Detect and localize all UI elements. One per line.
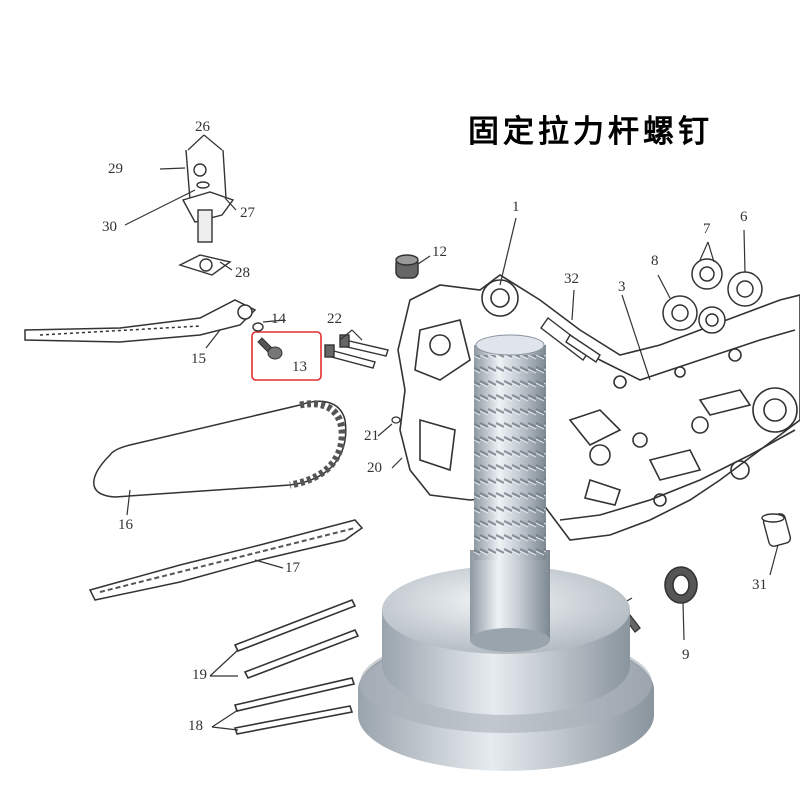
part-label-13: 13 [292, 359, 307, 375]
part-label-1: 1 [512, 199, 520, 215]
part-label-17: 17 [285, 560, 300, 576]
studs-part-18-19 [233, 598, 360, 735]
part-label-29: 29 [108, 161, 123, 177]
highlighted-part-13 [251, 331, 322, 381]
leader-lines [124, 134, 779, 731]
part-label-22: 22 [327, 311, 342, 327]
part-label-27: 27 [240, 205, 255, 221]
part-label-6: 6 [740, 209, 748, 225]
part-label-3: 3 [618, 279, 626, 295]
seal-part-9 [664, 566, 698, 604]
fixing-bolt-photo [358, 334, 654, 771]
tensioner-arm-part-15 [24, 299, 257, 343]
bushing-part-12 [395, 254, 419, 279]
timing-chain-part-16 [93, 400, 347, 498]
bolts-part-22 [324, 334, 389, 369]
part-label-26: 26 [195, 119, 210, 135]
page-title: 固定拉力杆螺钉 [468, 114, 713, 150]
part-label-18: 18 [188, 718, 203, 734]
part-label-9: 9 [682, 647, 690, 663]
stud-part-32 [540, 317, 601, 363]
chain-guide-part-17 [88, 519, 364, 601]
part-label-8: 8 [651, 253, 659, 269]
crankcase-outline [397, 274, 800, 541]
part-label-28: 28 [235, 265, 250, 281]
part-label-16: 16 [118, 517, 133, 533]
bearings-6-7-8 [662, 258, 763, 334]
tensioner-assembly [178, 149, 235, 276]
part-label-12: 12 [432, 244, 447, 260]
part-label-20: 20 [367, 460, 382, 476]
part-label-15: 15 [191, 351, 206, 367]
part-label-19: 19 [192, 667, 207, 683]
part-label-7: 7 [703, 221, 711, 237]
part-label-31: 31 [752, 577, 767, 593]
dowel-part-31 [761, 513, 792, 547]
part-label-30: 30 [102, 219, 117, 235]
part-label-21: 21 [364, 428, 379, 444]
part-14-washer [252, 322, 264, 332]
part-label-14: 14 [271, 311, 286, 327]
part-label-32: 32 [564, 271, 579, 287]
